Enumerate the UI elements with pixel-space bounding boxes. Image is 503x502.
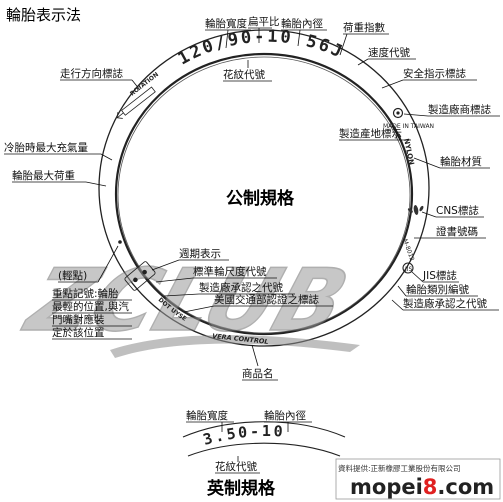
svg-text:扁平比: 扁平比 [248, 15, 280, 28]
svg-text:定於該位置: 定於該位置 [52, 326, 105, 339]
direction-arrow-icon [116, 86, 156, 119]
label-aspect: 扁平比 [248, 15, 280, 43]
svg-text:輪胎寬度: 輪胎寬度 [205, 17, 247, 30]
label-dot-mark: 美國交通部認證之標誌 [183, 293, 333, 313]
svg-text:冷胎時最大充氣量: 冷胎時最大充氣量 [4, 141, 88, 154]
label-max-pressure: 冷胎時最大充氣量 [4, 141, 113, 161]
svg-text:輪胎內徑: 輪胎內徑 [281, 17, 323, 30]
label-width: 輪胎寬度 [205, 17, 251, 49]
svg-text:美國交通部認證之標誌: 美國交通部認證之標誌 [214, 293, 319, 306]
jis-mark-icon: JIS [402, 262, 414, 274]
svg-text:荷重指數: 荷重指數 [343, 21, 385, 34]
svg-text:輪胎最大荷重: 輪胎最大荷重 [12, 169, 75, 182]
source-box [335, 458, 501, 500]
label-origin-mark: 製造產地標示 [339, 125, 411, 141]
svg-text:JIS標誌: JIS標誌 [422, 269, 457, 282]
label-load-index: 荷重指數 [339, 21, 389, 56]
tire-outline [98, 29, 430, 347]
label-mfr-code: 製造廠承認之代號 [163, 281, 295, 297]
brand-logo-icon [392, 107, 404, 119]
label-max-load: 輪胎最大荷重 [12, 169, 107, 187]
svg-text:製造廠商標誌: 製造廠商標誌 [428, 103, 491, 116]
svg-text:(輕點): (輕點) [58, 269, 87, 282]
label-speed-code: 速度代號 [357, 46, 416, 66]
svg-text:輪胎類別編號: 輪胎類別編號 [406, 283, 469, 296]
label-cns-mark: CNS標誌 [421, 204, 484, 218]
imperial-label-pattern-code: 花紋代號 [215, 456, 260, 474]
svg-text:製造產地標示: 製造產地標示 [339, 127, 402, 140]
svg-text:走行方向標誌: 走行方向標誌 [60, 67, 123, 80]
svg-text:花紋代號: 花紋代號 [223, 68, 265, 81]
label-heavy-dot: (輕點) 重點記號:輪胎 最輕的位置,與汽 門嘴對應裝 定於該位置 [52, 245, 132, 340]
metric-size-code: 120/90-10 56J [175, 27, 348, 70]
cert-number-marking: M-8012 [401, 238, 415, 262]
imperial-label-inner-diameter: 輪胎內徑 [264, 409, 312, 432]
page-title: 輪胎表示法 [6, 6, 81, 24]
label-jis-mark: JIS標誌 [411, 269, 459, 283]
source-label: 資料提供:正新橡膠工業股份有限公司 [338, 463, 461, 473]
label-inner-diameter: 輪胎內徑 [281, 17, 327, 47]
label-category-code: 輪胎類別編號 [397, 283, 478, 297]
label-brand-mark: 製造廠商標誌 [403, 103, 500, 117]
svg-text:商品名: 商品名 [242, 367, 274, 380]
svg-text:安全指示標誌: 安全指示標誌 [403, 67, 466, 80]
light-dot-marker [118, 240, 122, 244]
svg-text:速度代號: 速度代號 [368, 46, 410, 59]
svg-text:週期表示: 週期表示 [179, 247, 221, 260]
origin-marking: MADE IN TAIWAN [383, 123, 434, 130]
label-material: 輪胎材質 [413, 155, 490, 169]
imperial-label-width: 輪胎寬度 [186, 409, 234, 432]
label-safety-mark: 安全指示標誌 [381, 67, 477, 89]
metric-heading: 公制規格 [226, 188, 295, 209]
svg-text:製造廠承認之代號: 製造廠承認之代號 [199, 281, 283, 294]
label-cert-number: 證書號碼 [414, 225, 486, 239]
week-code-box [124, 261, 156, 291]
svg-text:CNS標誌: CNS標誌 [436, 204, 479, 217]
label-rim-code: 標準輪尺度代號 [155, 265, 277, 283]
site-watermark: mopei8.com [350, 475, 494, 499]
svg-text:證書號碼: 證書號碼 [436, 225, 478, 238]
cns-mark-icon [407, 205, 424, 215]
label-pattern-code: 花紋代號 [223, 60, 272, 82]
svg-text:輪胎材質: 輪胎材質 [440, 155, 482, 168]
svg-text:標準輪尺度代號: 標準輪尺度代號 [193, 265, 267, 278]
svg-text:門嘴對應裝: 門嘴對應裝 [52, 313, 105, 326]
svg-text:重點記號:輪胎: 重點記號:輪胎 [52, 287, 119, 300]
label-mfr-code-2: 製造廠承認之代號 [391, 297, 499, 311]
imperial-heading: 英制規格 [207, 478, 276, 499]
rotation-marking: ROTATION [129, 71, 160, 97]
label-week-mark: 週期表示 [151, 247, 229, 271]
svg-text:輪胎寬度: 輪胎寬度 [186, 409, 228, 422]
svg-text:最輕的位置,與汽: 最輕的位置,與汽 [52, 300, 129, 313]
label-direction: 走行方向標誌 [60, 67, 141, 91]
label-product-name: 商品名 [242, 344, 278, 381]
svg-text:JIS: JIS [404, 266, 413, 273]
imperial-size-code: 3.50-10 [201, 422, 286, 449]
svg-text:花紋代號: 花紋代號 [215, 460, 257, 473]
svg-text:輪胎內徑: 輪胎內徑 [264, 409, 306, 422]
svg-text:製造廠承認之代號: 製造廠承認之代號 [403, 297, 487, 310]
